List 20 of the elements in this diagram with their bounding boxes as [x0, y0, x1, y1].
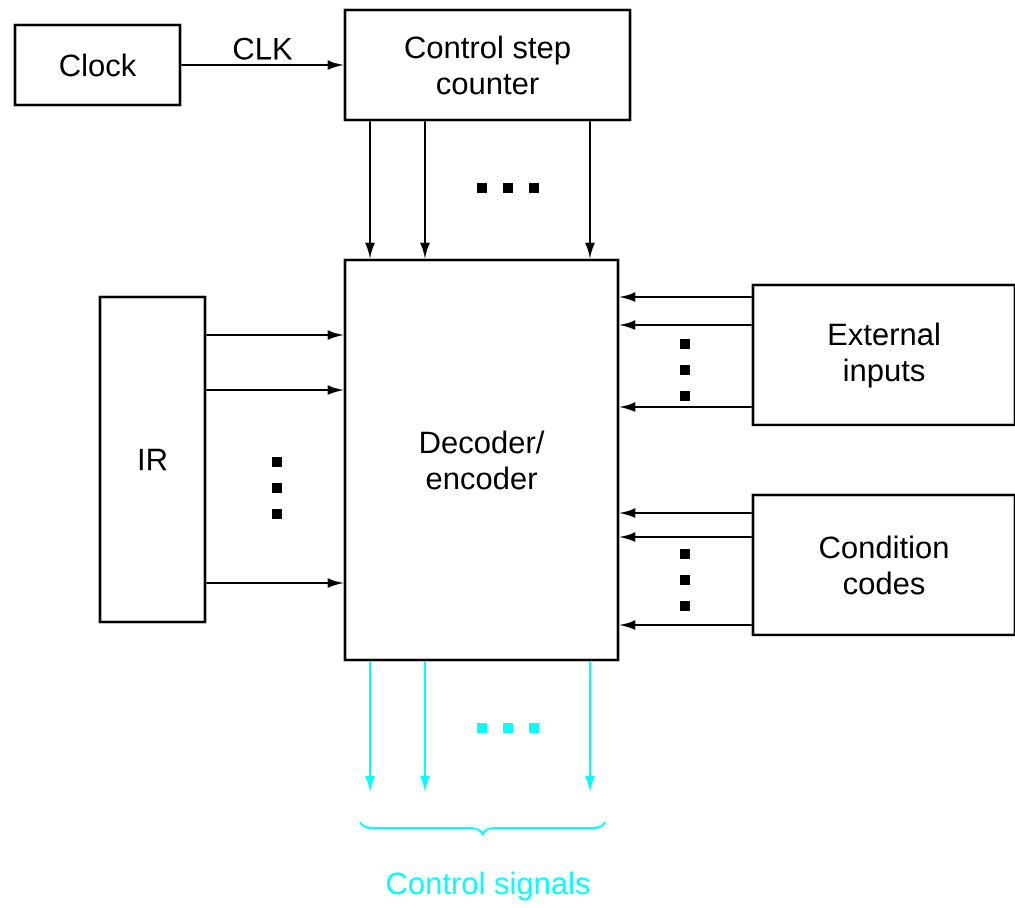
edge-label: CLK — [231, 36, 294, 61]
arrow — [623, 620, 753, 630]
arrow — [585, 660, 595, 789]
block-box: Decoder/ encoder — [343, 258, 620, 662]
arrow — [205, 385, 340, 395]
arrow — [180, 60, 340, 70]
block-box: External inputs — [751, 283, 1015, 427]
arrow — [365, 660, 375, 789]
block-box: IR — [98, 295, 207, 624]
arrow — [205, 578, 340, 588]
group-label: Control signals — [387, 871, 590, 901]
arrow — [623, 508, 753, 518]
arrow — [205, 330, 340, 340]
block-box: Control step counter — [343, 8, 632, 122]
arrow — [623, 320, 753, 330]
block-box: Clock — [13, 23, 182, 107]
arrow — [623, 402, 753, 412]
arrow — [623, 532, 753, 542]
arrow — [420, 660, 430, 789]
block-box: Condition codes — [751, 493, 1015, 637]
